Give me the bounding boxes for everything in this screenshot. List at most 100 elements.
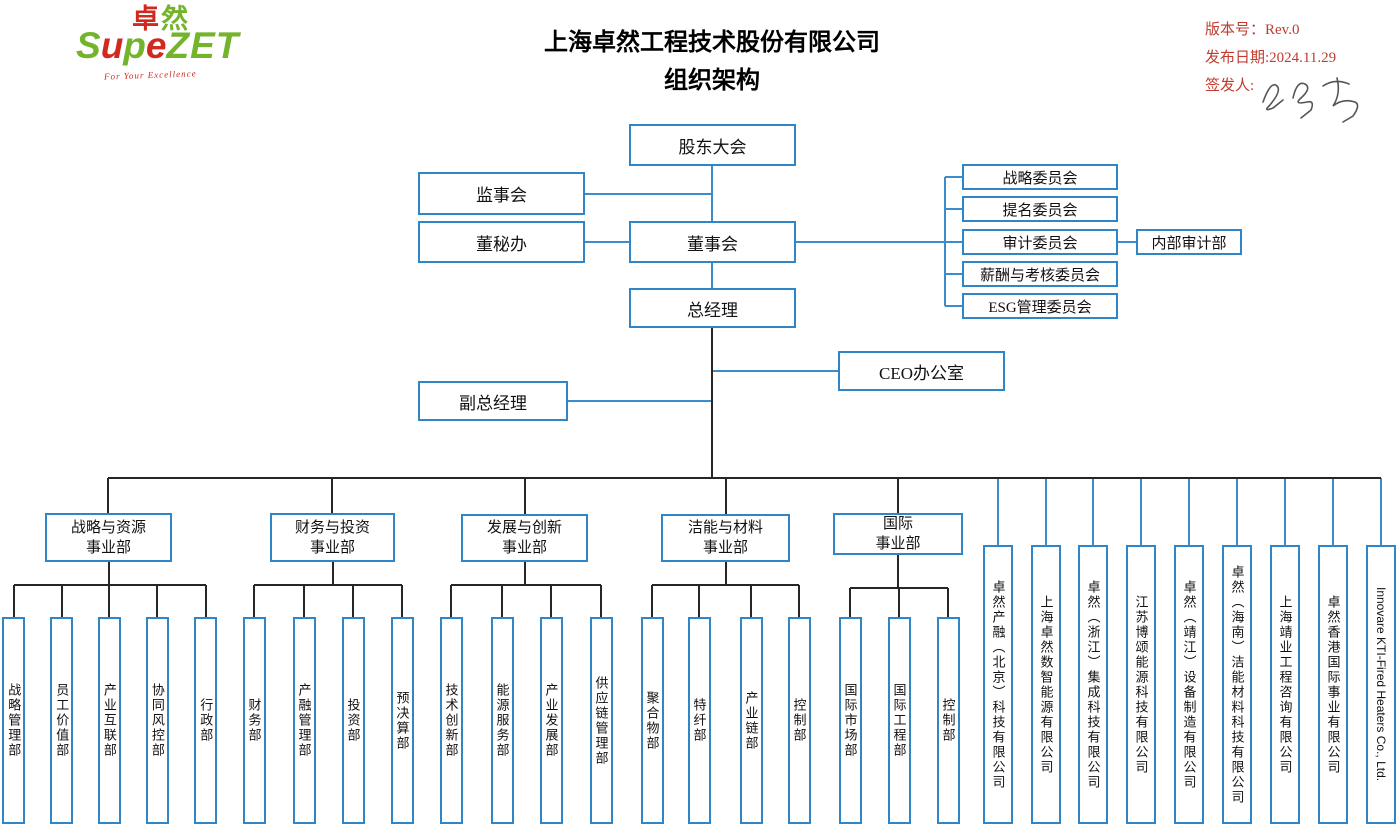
node-international-division-dept-2-label: 控制部 (940, 698, 956, 743)
logo-letter-1: u (100, 25, 124, 66)
node-clean-energy-materials-division-dept-2-label: 产业链部 (743, 690, 759, 751)
connector-line (12, 585, 15, 617)
connector-line (524, 478, 526, 514)
node-development-innovation-division-dept-3-label: 供应链管理部 (593, 675, 609, 766)
node-general-manager: 总经理 (629, 288, 796, 328)
node-compensation-assessment-committee-label: 薪酬与考核委员会 (979, 267, 1100, 284)
signer-label: 签发人: (1205, 78, 1255, 94)
node-subsidiary-1-label: 上海卓然数智能源有限公司 (1038, 594, 1054, 775)
connector-line (945, 273, 962, 275)
node-clean-energy-materials-division-dept-0: 聚合物部 (640, 617, 664, 824)
node-subsidiary-4-label: 卓然（靖江）设备制造有限公司 (1181, 579, 1197, 790)
node-subsidiary-5-label: 卓然（海南）洁能材料科技有限公司 (1229, 564, 1245, 805)
connector-line (331, 562, 334, 585)
connector-line (1140, 478, 1142, 545)
node-development-innovation-division-dept-2-label: 产业发展部 (543, 683, 559, 758)
node-finance-investment-division-dept-2-label: 投资部 (345, 698, 361, 743)
connector-line (585, 241, 629, 243)
node-audit-committee: 审计委员会 (962, 229, 1118, 255)
connector-line (585, 193, 712, 195)
node-subsidiary-5: 卓然（海南）洁能材料科技有限公司 (1222, 545, 1252, 824)
company-name: 上海卓然工程技术股份有限公司 (544, 30, 880, 56)
node-strategy-resources-division-dept-4-label: 行政部 (198, 698, 214, 743)
connector-line (945, 208, 962, 210)
node-development-innovation-division-dept-0: 技术创新部 (439, 617, 463, 824)
connector-line (107, 562, 110, 585)
node-subsidiary-4: 卓然（靖江）设备制造有限公司 (1174, 545, 1204, 824)
connector-line (331, 478, 333, 513)
connector-line (711, 263, 713, 288)
node-internal-audit-dept: 内部审计部 (1136, 229, 1242, 255)
release-date: 发布日期:2024.11.29 (1205, 50, 1337, 66)
node-strategy-resources-division-dept-2-label: 产业互联部 (101, 683, 117, 758)
connector-line (798, 585, 800, 617)
connector-line (1284, 478, 1286, 545)
node-strategy-resources-division-dept-0: 战略管理部 (2, 617, 26, 824)
node-shareholders-meeting-label: 股东大会 (678, 137, 747, 157)
node-subsidiary-0-label: 卓然产融（北京）科技有限公司 (990, 579, 1006, 790)
connector-line (204, 585, 207, 617)
logo-letter-2: p (123, 25, 146, 66)
connector-line (303, 585, 305, 617)
node-finance-investment-division-dept-2: 投资部 (341, 617, 365, 824)
logo-hanzi: 卓然 (132, 6, 190, 34)
node-compensation-assessment-committee: 薪酬与考核委员会 (962, 261, 1118, 287)
connector-line (1236, 478, 1238, 545)
connector-line (849, 588, 851, 617)
node-supervisory-board: 监事会 (418, 172, 585, 215)
node-development-innovation-division-dept-1-label: 能源服务部 (494, 683, 510, 758)
logo-hanzi-zhuo: 卓 (132, 4, 161, 35)
connector-line (401, 585, 403, 617)
version-number: 版本号：Rev.0 (1205, 22, 1300, 38)
connector-line (897, 478, 899, 513)
logo-letter-4: ZET (166, 25, 240, 66)
node-strategy-committee-label: 战略委员会 (1002, 170, 1078, 187)
node-development-innovation-division: 发展与创新 事业部 (461, 514, 588, 562)
connector-line (652, 584, 799, 586)
node-finance-investment-division-dept-0-label: 财务部 (246, 698, 262, 743)
node-subsidiary-6: 上海靖业工程咨询有限公司 (1270, 545, 1300, 824)
node-subsidiary-3: 江苏博颂能源科技有限公司 (1126, 545, 1156, 824)
connector-line (711, 328, 713, 478)
node-international-division-dept-2: 控制部 (936, 617, 960, 824)
node-strategy-resources-division-dept-3: 协同风控部 (145, 617, 169, 824)
node-deputy-general-manager: 副总经理 (418, 381, 568, 421)
node-esg-committee-label: ESG管理委员会 (988, 299, 1092, 316)
node-development-innovation-division-dept-2: 产业发展部 (539, 617, 563, 824)
node-finance-investment-division-dept-0: 财务部 (242, 617, 266, 824)
chart-subtitle: 组织架构 (664, 68, 760, 94)
logo-hanzi-ran: 然 (161, 4, 190, 35)
node-ceo-office-label: CEO办公室 (879, 363, 964, 383)
signature-handwriting (1262, 77, 1359, 123)
connector-line (712, 370, 838, 372)
node-board-secretary-office-label: 董秘办 (476, 234, 527, 254)
connector-line (60, 585, 63, 617)
connector-line (945, 176, 962, 178)
connector-line (108, 585, 111, 617)
node-subsidiary-6-label: 上海靖业工程咨询有限公司 (1277, 594, 1293, 775)
connector-line (711, 166, 713, 221)
node-clean-energy-materials-division-label: 洁能与材料 事业部 (687, 520, 763, 556)
node-clean-energy-materials-division-dept-3: 控制部 (787, 617, 811, 824)
connector-line (724, 562, 727, 585)
connector-line (750, 585, 752, 617)
connector-line (501, 585, 503, 617)
node-board-of-directors: 董事会 (629, 221, 796, 263)
connector-line (568, 400, 712, 402)
connector-line (1118, 241, 1136, 243)
node-clean-energy-materials-division-dept-2: 产业链部 (739, 617, 763, 824)
node-nomination-committee: 提名委员会 (962, 196, 1118, 222)
connector-line (897, 555, 899, 588)
node-subsidiary-8: Innovare KTI-Fired Heaters Co., Ltd. (1366, 545, 1396, 824)
node-strategy-resources-division-dept-0-label: 战略管理部 (6, 683, 22, 758)
connector-line (945, 305, 962, 307)
node-shareholders-meeting: 股东大会 (629, 124, 796, 166)
connector-line (997, 478, 999, 545)
doc-meta: 版本号：Rev.0 发布日期:2024.11.29 签发人: (1205, 16, 1395, 123)
node-subsidiary-2-label: 卓然（浙江）集成科技有限公司 (1085, 579, 1101, 790)
connector-line (725, 478, 727, 514)
node-strategy-resources-division-dept-2: 产业互联部 (97, 617, 121, 824)
connector-line (600, 585, 602, 617)
connector-line (253, 585, 255, 617)
